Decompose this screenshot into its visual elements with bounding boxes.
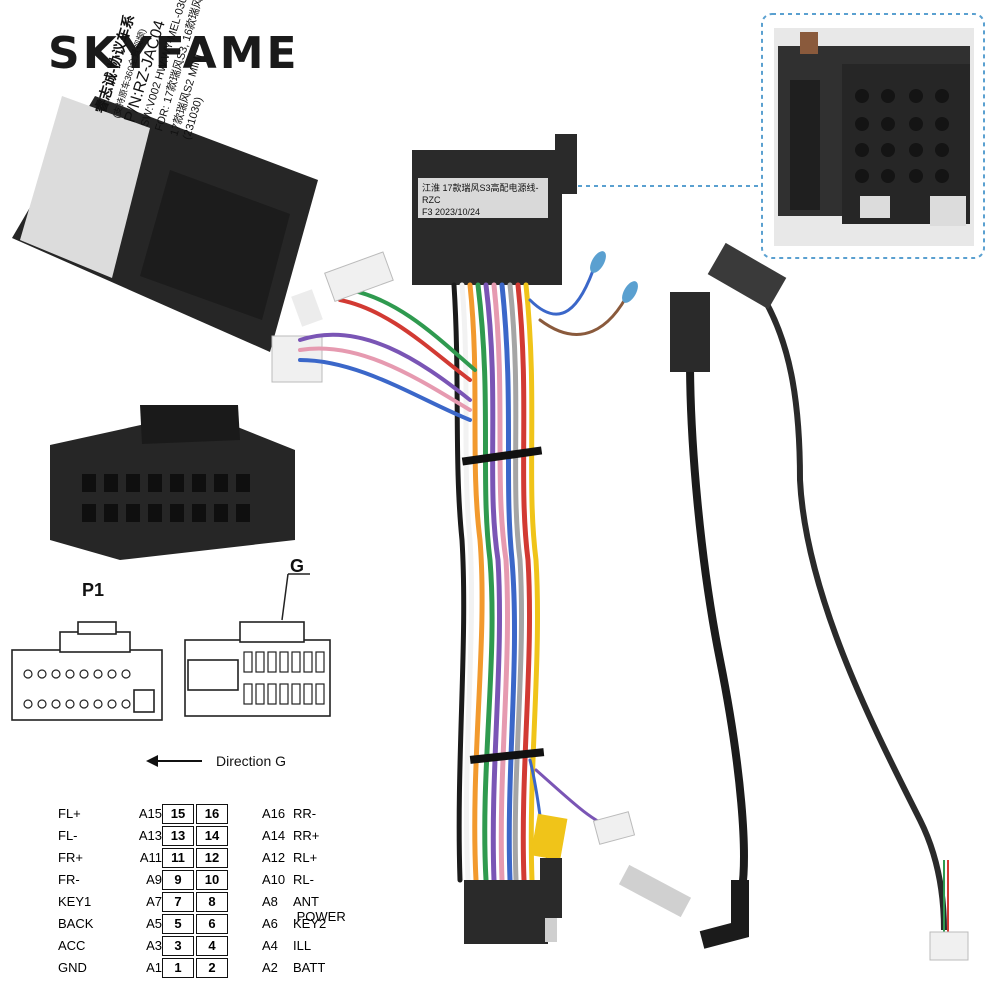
left-pin-number: 7	[162, 892, 194, 912]
pinout-row: FR+ A11 11 12 A12 RL+	[50, 848, 370, 868]
right-function: BATT	[293, 960, 326, 975]
left-function: FR-	[58, 872, 80, 887]
left-function: FL+	[58, 806, 81, 821]
right-pin-number: 14	[196, 826, 228, 846]
left-function: GND	[58, 960, 87, 975]
rca-connector	[530, 813, 568, 942]
connector-detail-image	[774, 28, 974, 246]
right-pin: A10	[262, 872, 286, 887]
p1-connector-drawing	[11, 621, 163, 721]
pinout-row: ACC A3 3 4 A4 ILL	[50, 936, 370, 956]
right-pin-number: 16	[196, 804, 228, 824]
left-pin: A5	[146, 916, 162, 931]
left-pin-number: 13	[162, 826, 194, 846]
white-plug-a	[324, 251, 394, 302]
harness-label-line1: 江淮 17款瑞风S3高配电源线-RZC	[422, 183, 539, 205]
right-function: ANT .POWER	[293, 894, 346, 924]
right-function: RR-	[293, 806, 317, 821]
right-pin: A8	[262, 894, 278, 909]
left-pin: A1	[146, 960, 162, 975]
pinout-row: BACK A5 5 6 A6 KEY2	[50, 914, 370, 934]
pinout-row: GND A1 1 2 A2 BATT	[50, 958, 370, 978]
right-pin: A16	[262, 806, 286, 821]
white-plug-b	[592, 811, 636, 845]
pinout-row: FL+ A15 15 16 A16 RR-	[50, 804, 370, 824]
g-label: G	[290, 556, 305, 576]
left-pin-number: 15	[162, 804, 194, 824]
left-pin: A9	[146, 872, 162, 887]
right-pin-number: 2	[196, 958, 228, 978]
can-decoder-module	[12, 96, 323, 383]
right-function: RL+	[293, 850, 318, 865]
pinout-table: FL+ A15 15 16 A16 RR- FL- A13 13 14 A14 …	[50, 800, 370, 980]
vehicle-side-connector	[412, 134, 577, 285]
harness-label: 江淮 17款瑞风S3高配电源线-RZC F3 2023/10/24	[422, 182, 546, 218]
wire-bundle	[298, 260, 632, 883]
right-function: RR+	[293, 828, 320, 843]
right-pin: A12	[262, 850, 286, 865]
left-function: BACK	[58, 916, 94, 931]
right-function: KEY2	[293, 916, 327, 931]
left-function: FR+	[58, 850, 83, 865]
right-pin: A6	[262, 916, 278, 931]
left-pin: A7	[146, 894, 162, 909]
bottom-connector	[464, 880, 548, 944]
right-pin: A14	[262, 828, 286, 843]
right-pin-number: 8	[196, 892, 228, 912]
left-pin-number: 3	[162, 936, 194, 956]
left-pin: A3	[146, 938, 162, 953]
right-pin-number: 4	[196, 936, 228, 956]
left-pin-number: 1	[162, 958, 194, 978]
right-pin-number: 12	[196, 848, 228, 868]
left-pin-number: 9	[162, 870, 194, 890]
right-pin-number: 10	[196, 870, 228, 890]
left-pin-number: 11	[162, 848, 194, 868]
g-connector-drawing	[184, 621, 331, 717]
left-pin-number: 5	[162, 914, 194, 934]
pinout-row: FL- A13 13 14 A14 RR+	[50, 826, 370, 846]
right-function: ILL	[293, 938, 312, 953]
direction-arrow	[146, 755, 202, 767]
steering-control-cable	[707, 242, 969, 961]
radio-plug-photo	[50, 405, 295, 560]
left-function: KEY1	[58, 894, 92, 909]
pinout-row: FR- A9 9 10 A10 RL-	[50, 870, 370, 890]
right-pin-number: 6	[196, 914, 228, 934]
left-pin: A13	[138, 828, 162, 843]
direction-label: Direction G	[216, 753, 287, 769]
left-function: ACC	[58, 938, 86, 953]
harness-label-line2: F3 2023/10/24	[422, 207, 481, 217]
pinout-row: KEY1 A7 7 8 A8 ANT .POWER	[50, 892, 370, 924]
left-pin: A11	[139, 850, 162, 865]
right-pin: A2	[262, 960, 278, 975]
left-function: FL-	[58, 828, 78, 843]
left-pin: A15	[138, 806, 162, 821]
p1-label: P1	[82, 580, 105, 600]
connector-detail-inset	[761, 13, 985, 259]
brand-logo-text: SKYFAME	[48, 28, 300, 79]
right-function: RL-	[293, 872, 314, 887]
antenna-adapter-cable	[618, 292, 749, 949]
right-pin: A4	[262, 938, 278, 953]
